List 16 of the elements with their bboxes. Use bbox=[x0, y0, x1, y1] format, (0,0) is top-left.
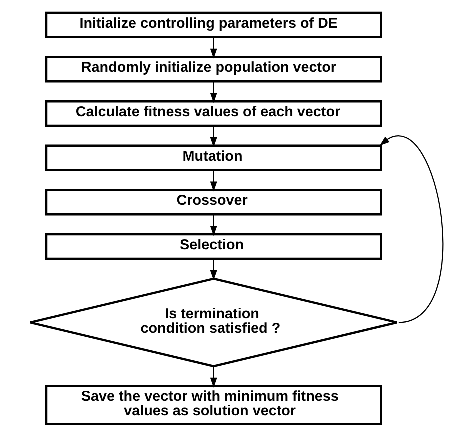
arrow bbox=[210, 259, 218, 280]
arrow bbox=[210, 38, 218, 59]
arrow bbox=[210, 366, 218, 388]
node-box: Save the vector with minimum fitness values as solution vector bbox=[45, 385, 382, 426]
arrow bbox=[210, 215, 218, 236]
node-diamond: Is termination condition satisfied ? bbox=[29, 278, 398, 368]
arrow bbox=[380, 136, 444, 324]
node-box: Randomly initialize population vector bbox=[45, 56, 382, 83]
node-box: Selection bbox=[45, 233, 382, 260]
node-box: Crossover bbox=[45, 189, 382, 216]
arrow bbox=[210, 126, 218, 148]
arrow bbox=[210, 170, 218, 192]
node-box: Calculate fitness values of each vector bbox=[45, 100, 382, 128]
node-box: Mutation bbox=[45, 144, 382, 172]
node-box: Initialize controlling parameters of DE bbox=[45, 12, 382, 38]
arrow bbox=[210, 82, 218, 104]
